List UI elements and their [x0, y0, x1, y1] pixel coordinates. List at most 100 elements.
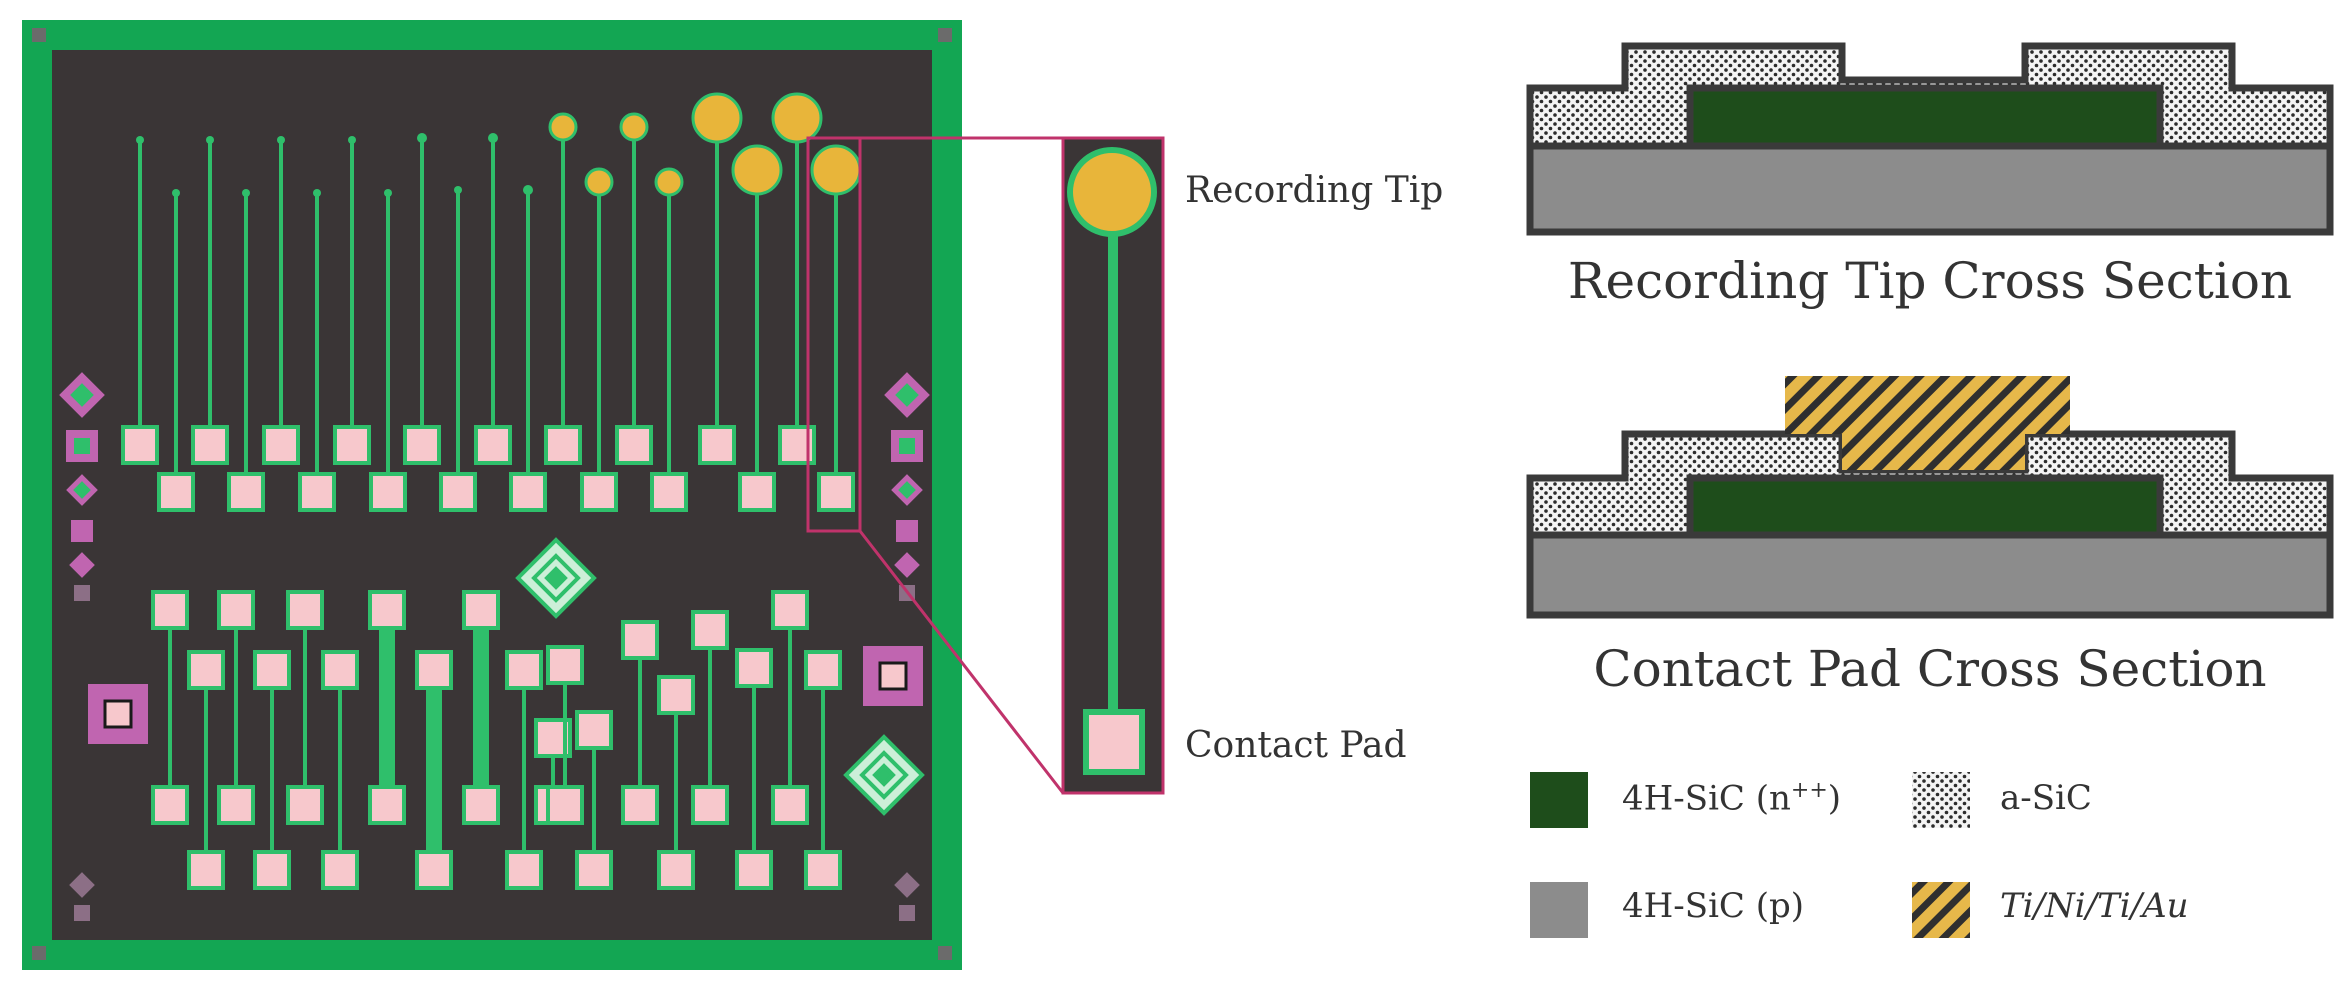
legend-label-n-doped: 4H-SiC (n++) [1622, 778, 1842, 819]
lower-pad [575, 710, 613, 750]
alignment-square-inner [899, 438, 915, 454]
legend-label-metal: Ti/Ni/Ti/Au [2000, 886, 2189, 926]
alignment-square [896, 520, 918, 542]
lower-pad [321, 850, 359, 890]
zoom-connector-bottom [858, 530, 1065, 794]
lower-pad [187, 850, 225, 890]
alignment-diamond-inner [73, 481, 91, 499]
metal-contact [1785, 376, 2070, 470]
chip-layout [22, 20, 962, 970]
recording-tip [384, 189, 392, 197]
recording-tip [584, 167, 614, 197]
contact-pad [191, 425, 229, 465]
lower-pad [804, 850, 842, 890]
alignment-diamond-inner [895, 383, 919, 407]
legend-swatch-n-doped [1530, 772, 1588, 828]
lower-pad [691, 610, 729, 650]
bond-marker-inner [878, 661, 908, 691]
alignment-diamond [69, 552, 95, 578]
recording-tip [313, 189, 321, 197]
recording-tip [136, 136, 144, 144]
contact-pad [439, 472, 477, 512]
lower-pad [691, 785, 729, 825]
zoom-indicator [806, 136, 1065, 794]
recording-tip [731, 144, 783, 196]
contact-pad-cross-section [1526, 376, 2334, 619]
contact-pad-square [1083, 709, 1145, 775]
recording-tip [488, 133, 498, 143]
recording-tip [242, 189, 250, 197]
lower-pad [286, 785, 324, 825]
corner-marker [938, 946, 952, 960]
contact-pad [698, 425, 736, 465]
lower-pad [575, 850, 613, 890]
lower-pad [546, 645, 584, 685]
alignment-diamond-inner [70, 383, 94, 407]
lower-pad [368, 590, 406, 630]
recording-tip-callout: Recording Tip [1185, 170, 1444, 211]
contact-pad [544, 425, 582, 465]
alignment-marks [59, 372, 930, 921]
lower-pad [505, 850, 543, 890]
lower-pad [415, 850, 453, 890]
alignment-square [74, 905, 90, 921]
lower-pad [253, 850, 291, 890]
n-doped-layer [1686, 84, 2164, 150]
lower-pad [253, 650, 291, 690]
recording-tip [619, 112, 649, 142]
recording-tip [454, 186, 462, 194]
contact-pad [615, 425, 653, 465]
lower-pad [735, 850, 773, 890]
lower-pad [546, 785, 584, 825]
recording-tip [771, 92, 823, 144]
lower-pad [621, 785, 659, 825]
contact-pad [369, 472, 407, 512]
corner-marker [32, 28, 46, 42]
recording-tip [417, 133, 427, 143]
recording-tip [810, 144, 862, 196]
legend-swatch-a-sic [1912, 772, 1970, 828]
recording-tip-disc [1067, 147, 1157, 237]
lower-pad [804, 650, 842, 690]
recording-tip [654, 167, 684, 197]
legend-label-p-type: 4H-SiC (p) [1622, 886, 1805, 926]
lower-pad-array [151, 590, 842, 890]
lower-pad [187, 650, 225, 690]
alignment-diamond [894, 552, 920, 578]
corner-marker [32, 946, 46, 960]
recording-tip [348, 136, 356, 144]
recording-tip [172, 189, 180, 197]
contact-pad [333, 425, 371, 465]
contact-pad [403, 425, 441, 465]
lower-pad [657, 675, 695, 715]
legend-swatch-metal [1912, 882, 1970, 938]
lower-pad [505, 650, 543, 690]
recording-tip [691, 92, 743, 144]
alignment-diamond [894, 872, 920, 898]
contact-pad-section-caption: Contact Pad Cross Section [1593, 640, 2267, 698]
lower-pad [462, 785, 500, 825]
lower-pad [217, 785, 255, 825]
alignment-square [899, 905, 915, 921]
lower-pad [368, 785, 406, 825]
recording-tip [277, 136, 285, 144]
contact-pad [121, 425, 159, 465]
recording-tip [523, 185, 533, 195]
contact-pad [580, 472, 618, 512]
p-substrate [1526, 531, 2334, 619]
p-substrate [1526, 142, 2334, 236]
lower-pad [415, 650, 453, 690]
contact-pad [262, 425, 300, 465]
contact-pad [509, 472, 547, 512]
lower-pad [735, 648, 773, 688]
recording-tip [548, 112, 578, 142]
n-doped-layer [1686, 474, 2164, 539]
bond-marker-inner [103, 699, 133, 729]
alignment-diamond [69, 872, 95, 898]
lower-pad [771, 590, 809, 630]
recording-tip-cross-section [1526, 42, 2334, 236]
alignment-square [71, 520, 93, 542]
lower-pad [286, 590, 324, 630]
recording-tip [206, 136, 214, 144]
